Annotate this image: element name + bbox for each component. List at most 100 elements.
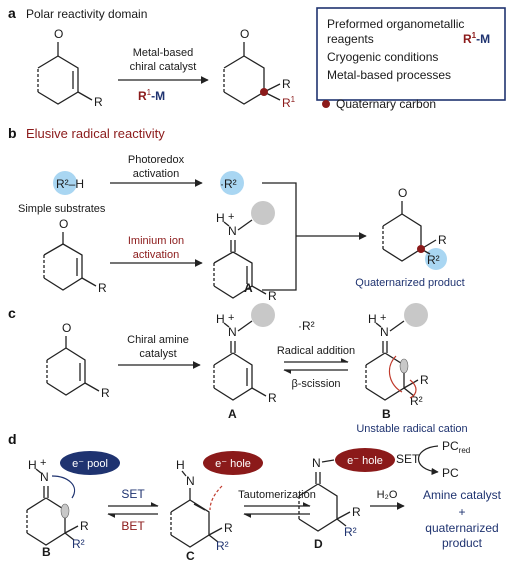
label-d-d: D <box>314 537 323 551</box>
quaternary-dot <box>322 100 330 108</box>
panel-b-letter: b <box>8 125 17 141</box>
catalyst-line2: chiral catalyst <box>130 61 197 73</box>
svg-text:+: + <box>380 312 386 324</box>
panel-b-title: Elusive radical reactivity <box>26 126 165 141</box>
set-cycle-arrow <box>418 445 439 476</box>
quaternary-label: Quaternary carbon <box>336 97 436 111</box>
reagent-r1m: R1-M <box>138 88 165 103</box>
product-b: O R R² <box>382 186 447 270</box>
svg-text:R: R <box>224 521 233 535</box>
box-reagent: R1-M <box>463 31 490 46</box>
set-label: SET <box>121 487 145 501</box>
radical-cation-b-d: H N + R R² <box>26 457 89 551</box>
r2h-label: R²–H <box>56 177 84 191</box>
enone-b: O R <box>43 217 107 295</box>
svg-text:N: N <box>40 470 49 484</box>
label-a-c: A <box>228 407 237 421</box>
iminium-a-c: H N + R <box>213 303 277 405</box>
photoredox-line2: activation <box>133 168 179 180</box>
e-hole-label-d: e⁻ hole <box>347 455 383 467</box>
r2-sphere-substrate <box>53 171 77 195</box>
svg-text:N: N <box>228 224 237 238</box>
e-hole-badge-c <box>203 451 263 475</box>
label-b-d: B <box>42 545 51 559</box>
svg-text:R: R <box>282 77 291 91</box>
beta-scission-label: β-scission <box>291 378 340 390</box>
svg-text:O: O <box>240 27 249 41</box>
svg-text:R²: R² <box>427 253 440 267</box>
tautomerization-label: Tautomerization <box>238 489 316 501</box>
r2-radical: ·R² <box>220 177 237 191</box>
svg-text:O: O <box>54 27 63 41</box>
iminium-line1: Iminium ion <box>128 235 184 247</box>
label-a-b: A <box>244 281 253 295</box>
quaternarized-product-label: Quaternarized product <box>355 277 464 289</box>
box-line-3: Cryogenic conditions <box>327 50 438 64</box>
enamine-radical-c: H N R R² <box>170 458 233 553</box>
svg-text:H: H <box>368 312 377 326</box>
box-line-1: Preformed organometallic <box>327 17 464 31</box>
enone-c: O R <box>46 321 110 400</box>
amine-catalyst-label: Amine catalyst <box>423 488 502 502</box>
svg-text:O: O <box>62 321 71 335</box>
pc-red-label: PCred <box>442 439 470 455</box>
svg-text:N: N <box>312 456 321 470</box>
iminium-a-b: H N + R <box>213 201 277 303</box>
label-c-d: C <box>186 549 195 562</box>
h2o-label: H₂O <box>377 489 398 501</box>
product-a: O R R1 <box>223 27 296 110</box>
pc-label: PC <box>442 466 459 480</box>
simple-substrates: Simple substrates <box>18 203 106 215</box>
panel-d-letter: d <box>8 431 17 447</box>
panel-c-letter: c <box>8 305 16 321</box>
svg-text:+: + <box>228 312 234 324</box>
svg-text:R: R <box>94 95 103 109</box>
svg-text:+: + <box>228 211 234 223</box>
conditions-box <box>316 7 506 101</box>
svg-text:N: N <box>228 325 237 339</box>
svg-text:N: N <box>380 325 389 339</box>
svg-text:N: N <box>186 474 195 488</box>
bracket <box>262 182 297 291</box>
quaternarized-line: quaternarized <box>425 521 498 535</box>
e-pool-label: e⁻ pool <box>72 458 108 470</box>
svg-text:H: H <box>216 312 225 326</box>
product-line: product <box>442 536 483 550</box>
iminium-line2: activation <box>133 249 179 261</box>
chiral-amine-line2: catalyst <box>139 348 176 360</box>
svg-text:R: R <box>352 505 361 519</box>
photoredox-line1: Photoredox <box>128 154 185 166</box>
e-pool-badge <box>60 451 120 475</box>
svg-text:R: R <box>101 386 110 400</box>
chiral-amine-line1: Chiral amine <box>127 334 189 346</box>
radical-addition-label: Radical addition <box>277 345 355 357</box>
unstable-label: Unstable radical cation <box>356 423 467 435</box>
svg-text:R: R <box>268 289 277 303</box>
plus-sign: + <box>458 505 465 519</box>
radical-r2: ·R² <box>298 319 315 333</box>
bet-label: BET <box>121 519 145 533</box>
label-b-c: B <box>382 407 391 421</box>
box-line-4: Metal-based processes <box>327 68 451 82</box>
svg-text:R: R <box>268 391 277 405</box>
svg-text:R²: R² <box>410 394 423 408</box>
svg-text:+: + <box>40 457 46 469</box>
imine-radical-d: N R R² <box>298 456 361 539</box>
panel-a-letter: a <box>8 5 16 21</box>
svg-text:O: O <box>398 186 407 200</box>
catalyst-line1: Metal-based <box>133 47 194 59</box>
svg-text:R: R <box>80 519 89 533</box>
e-hole-badge-d <box>335 448 395 472</box>
svg-text:R²: R² <box>344 525 357 539</box>
svg-text:O: O <box>59 217 68 231</box>
svg-text:R1: R1 <box>282 95 296 110</box>
svg-text:H: H <box>28 458 37 472</box>
svg-text:R: R <box>420 373 429 387</box>
panel-a-title: Polar reactivity domain <box>26 7 147 21</box>
set-cycle-label: SET <box>396 452 420 466</box>
radical-cation-b-c: H N + R R² <box>365 303 429 408</box>
svg-text:H: H <box>176 458 185 472</box>
enone-a: O R <box>37 27 103 109</box>
box-line-2: reagents <box>327 32 374 46</box>
